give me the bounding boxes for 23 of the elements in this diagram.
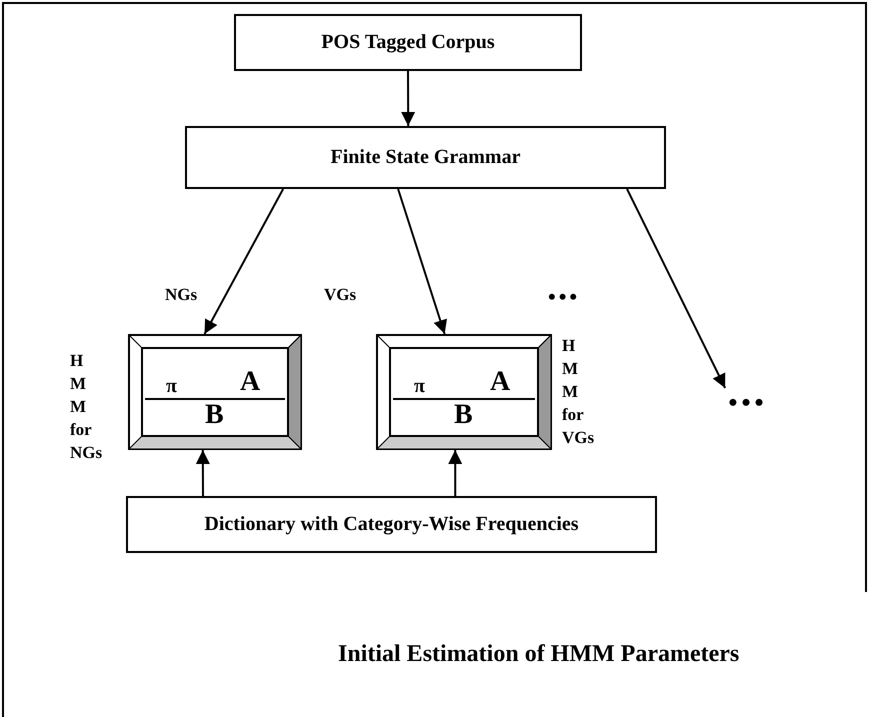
matrix-symbol: π (414, 376, 425, 396)
diagram-caption: Initial Estimation of HMM Parameters (338, 641, 740, 668)
ellipsis: ••• (728, 388, 768, 418)
side-caption: H M M for VGs (562, 335, 594, 449)
matrix-symbol: B (205, 401, 224, 429)
side-caption: H M M for NGs (70, 350, 102, 464)
box-label: Finite State Grammar (330, 146, 520, 169)
process-box (126, 496, 657, 553)
arrow (448, 450, 462, 496)
box-label: POS Tagged Corpus (321, 31, 495, 54)
arrow (397, 188, 448, 334)
ellipsis: ••• (548, 284, 580, 310)
arrow (204, 188, 284, 334)
matrix-symbol: π (166, 376, 177, 396)
process-box (234, 14, 582, 71)
arrow (196, 450, 210, 496)
process-box (185, 126, 666, 189)
matrix-symbol: B (454, 401, 473, 429)
matrix-symbol: A (490, 368, 510, 396)
arrow (401, 71, 416, 126)
box-label: Dictionary with Category-Wise Frequencies (204, 513, 579, 536)
arrow (626, 188, 726, 388)
matrix-symbol: A (240, 368, 260, 396)
